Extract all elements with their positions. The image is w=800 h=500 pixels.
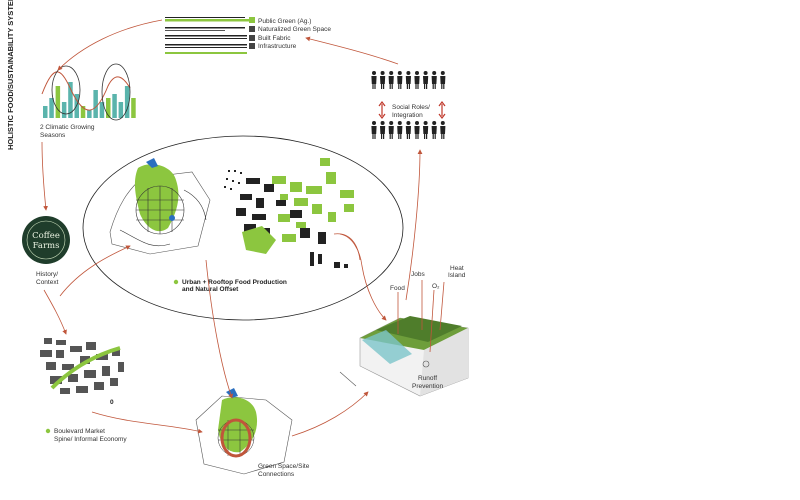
person-icon — [423, 71, 429, 89]
climate-season-circle-2 — [101, 63, 131, 121]
legend-row-3: Built Fabric — [165, 35, 291, 42]
climate-curve — [41, 71, 131, 111]
climate-bar — [61, 102, 67, 118]
legend-swatch — [249, 26, 255, 32]
boulevard-label-line2: Spine/ Informal Economy — [54, 436, 127, 443]
green-space-map — [195, 388, 293, 475]
urban-label-line2: and Natural Offset — [182, 286, 239, 293]
vertical-title: HOLISTIC FOOD/SUSTAINABILITY SYSTEM — [6, 0, 15, 150]
legend-label: Built Fabric — [258, 35, 291, 42]
urban-label-line1: Urban + Rooftop Food Production — [182, 279, 287, 286]
arrow-legend-to-chart — [57, 19, 163, 71]
svg-text:0: 0 — [110, 399, 114, 406]
arrow-map-to-rooftop — [339, 233, 387, 321]
legend-label: Naturalized Green Space — [258, 26, 331, 33]
coffee-farms-logo: Coffee Farms — [22, 216, 70, 264]
climate-bar — [49, 98, 54, 118]
central-ellipse — [82, 135, 404, 321]
arrow-green-to-rooftop — [291, 391, 369, 437]
person-icon — [414, 121, 420, 139]
climate-bars — [43, 82, 136, 118]
legend-row-2: Naturalized Green Space — [165, 26, 331, 33]
legend: Public Green (Ag.) Naturalized Green Spa… — [165, 17, 331, 54]
person-icon — [397, 121, 403, 139]
city-map-left — [109, 158, 211, 255]
history-label-line2: Context — [36, 279, 59, 286]
coffee-logo-line2: Farms — [33, 241, 60, 251]
climate-bar — [131, 98, 136, 118]
person-icon — [440, 121, 446, 139]
person-icon — [431, 121, 437, 139]
climatic-chart: 2 Climatic Growing Seasons — [40, 63, 136, 139]
climate-bar — [118, 102, 124, 118]
rooftop-o2-label: O₂ — [432, 283, 440, 290]
person-icon — [380, 71, 386, 89]
person-icon — [405, 121, 411, 139]
social-people — [371, 71, 446, 139]
legend-label: Public Green (Ag.) — [258, 18, 311, 25]
climatic-label-line1: 2 Climatic Growing — [40, 124, 95, 131]
climate-bar — [55, 86, 61, 118]
rooftop-food-label: Food — [390, 285, 405, 292]
person-icon — [388, 71, 394, 89]
person-icon — [405, 71, 411, 89]
green-space-label-line2: Connections — [258, 471, 295, 478]
person-icon — [388, 121, 394, 139]
legend-swatch — [249, 43, 255, 49]
legend-label: Infrastructure — [258, 43, 297, 50]
social-label-line2: Integration — [392, 112, 423, 119]
social-label-line1: Social Roles/ — [392, 104, 430, 111]
climate-season-circle-1 — [51, 65, 81, 115]
person-icon — [397, 71, 403, 89]
climate-bar — [80, 106, 86, 118]
arrow-chart-to-logo — [41, 141, 48, 211]
climate-bar — [93, 90, 98, 118]
person-icon — [371, 71, 377, 89]
arrow-boulevard-to-ellipse — [59, 245, 131, 297]
connector-arrows — [41, 19, 423, 437]
climate-bar — [87, 110, 92, 118]
climate-bar — [43, 106, 48, 118]
legend-swatch — [249, 35, 255, 41]
urban-block-map — [224, 158, 361, 268]
person-icon — [414, 71, 420, 89]
person-icon — [371, 121, 377, 139]
legend-swatch — [249, 17, 255, 23]
climatic-label-line2: Seasons — [40, 132, 66, 139]
climate-bar — [106, 98, 111, 118]
rooftop-block — [339, 280, 469, 397]
arrow-boulevard-to-green — [91, 411, 203, 434]
climate-bar — [99, 102, 105, 118]
rooftop-runoff-label-line1: Runoff — [418, 375, 437, 382]
coffee-logo-line1: Coffee — [32, 231, 60, 241]
legend-row-4: Infrastructure — [165, 43, 297, 54]
climate-bar — [112, 94, 117, 118]
climate-bar — [124, 86, 130, 118]
arrow-rooftop-to-social — [405, 149, 423, 301]
person-icon — [380, 121, 386, 139]
person-icon — [431, 71, 437, 89]
climate-bar — [68, 82, 73, 118]
rooftop-jobs-label: Jobs — [411, 271, 425, 278]
boulevard-label-line1: Boulevard Market — [54, 428, 105, 435]
person-icon — [423, 121, 429, 139]
person-icon — [440, 71, 446, 89]
legend-row-1: Public Green (Ag.) — [165, 17, 311, 25]
arrow-context-to-boulevard — [43, 289, 67, 335]
urban-label-dot — [173, 279, 179, 285]
rooftop-heat-label-line1: Heat — [450, 265, 464, 272]
rooftop-runoff-label-line2: Prevention — [412, 383, 443, 390]
rooftop-heat-label-line2: Island — [448, 272, 466, 279]
social-arrows — [378, 101, 446, 119]
history-label-line1: History/ — [36, 271, 58, 278]
arrow-social-to-legend — [305, 36, 399, 65]
boulevard-map: 0 — [40, 338, 124, 406]
arrow-ellipse-to-green — [205, 259, 233, 399]
green-space-label-line1: Green Space/Site — [258, 463, 310, 470]
boulevard-label-dot — [45, 428, 51, 434]
